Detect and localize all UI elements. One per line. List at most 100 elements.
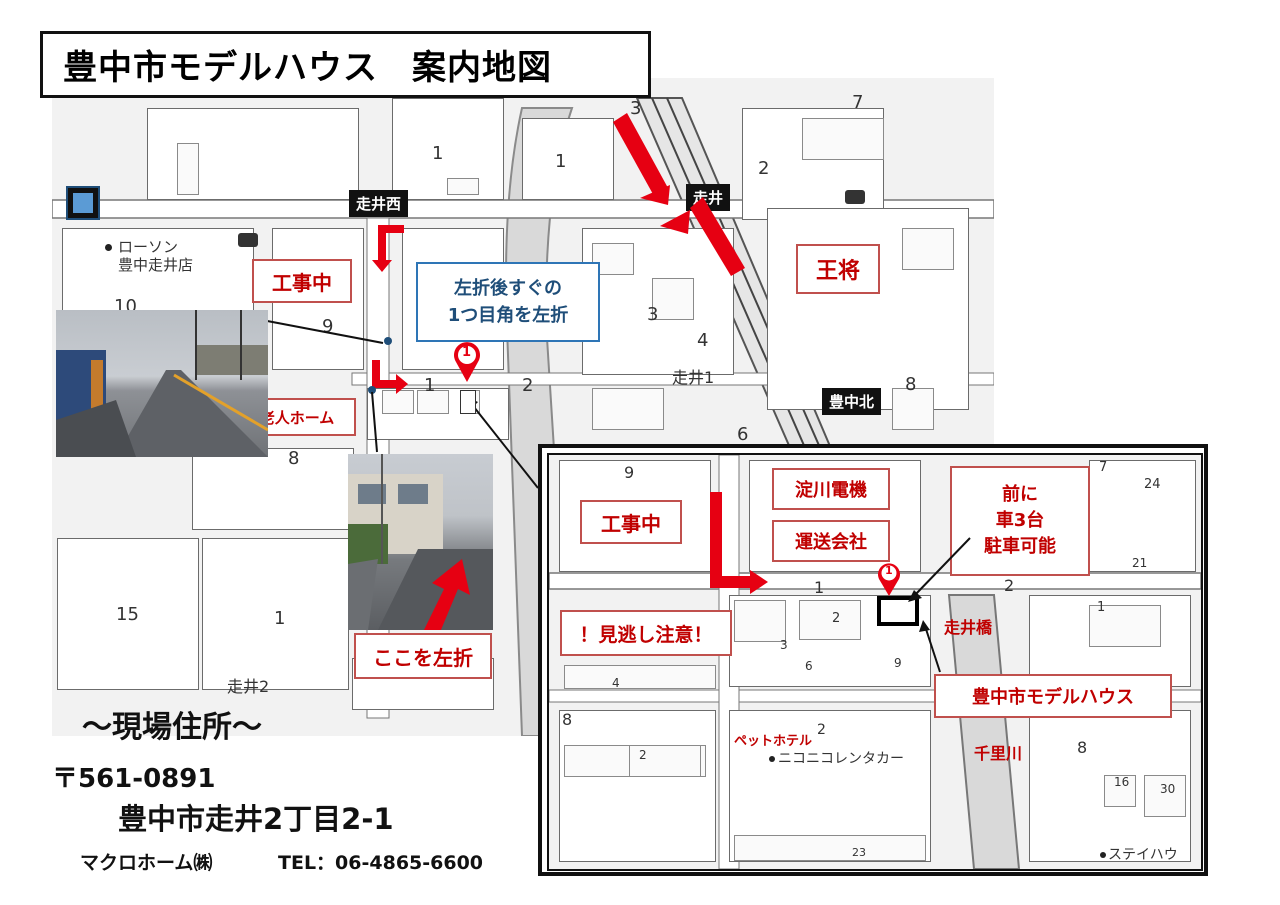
- block-number: 3: [630, 98, 642, 119]
- building: [892, 388, 934, 430]
- building: [592, 388, 664, 430]
- inset-number: 3: [780, 638, 788, 652]
- construction-label: 工事中: [252, 259, 352, 303]
- inset-block: [1089, 460, 1196, 572]
- inset-number: 8: [1077, 738, 1088, 757]
- block-number: 9: [322, 316, 334, 337]
- inset-number: 21: [1132, 556, 1148, 570]
- block-number: 1: [424, 375, 436, 396]
- inset-pin-number: 1: [885, 564, 893, 577]
- title-main: 豊中市モデルハウス: [63, 48, 378, 88]
- warning-label: ！見逃し注意！: [560, 610, 732, 656]
- page-title: 豊中市モデルハウス 案内地図: [40, 31, 651, 98]
- inset-number: 2: [1004, 576, 1015, 595]
- inset-map[interactable]: 9 7 24 21 2 1 1 2 3 6 9 4 8 2 2 8 16 30 …: [538, 444, 1208, 876]
- inset-number: 9: [894, 656, 902, 670]
- map-block: [57, 538, 199, 690]
- inset-number: 2: [832, 611, 841, 626]
- instruction-line2: 1つ目角を左折: [447, 305, 569, 326]
- area-label-hashiri1: 走井1: [672, 368, 715, 387]
- ohsho-label: 王将: [796, 244, 880, 294]
- building: [177, 143, 199, 195]
- block-number: 1: [432, 143, 444, 164]
- street-photo-1: [56, 310, 268, 457]
- inset-number: 24: [1144, 477, 1161, 492]
- pin-number: 1: [462, 345, 472, 360]
- bridge-label: 走井橋: [944, 618, 993, 637]
- bus-stop-icon: [238, 233, 258, 247]
- block-number: 8: [905, 374, 917, 395]
- building: [417, 390, 449, 414]
- inset-number: 23: [852, 846, 866, 859]
- nico-rental-label: ニコニコレンタカー: [778, 751, 904, 767]
- lawson-branch-label: 豊中走井店: [118, 256, 194, 274]
- inset-building: [734, 835, 926, 861]
- lawson-dot: [105, 244, 112, 251]
- inset-building: [1144, 775, 1186, 817]
- block-number: 6: [737, 424, 749, 445]
- inset-number: 7: [1099, 460, 1108, 475]
- inset-number: 2: [817, 722, 826, 738]
- company-tel: TEL：06-4865-6600: [278, 852, 484, 874]
- inset-number: 1: [814, 578, 825, 597]
- block-number: 2: [758, 158, 770, 179]
- inset-number: 6: [805, 659, 813, 673]
- parking-label: 前に 車3台 駐車可能: [950, 466, 1090, 576]
- block-number: 1: [555, 151, 567, 172]
- inset-construction-label: 工事中: [580, 500, 682, 544]
- block-number: 3: [647, 304, 659, 325]
- inset-number: 8: [562, 710, 573, 729]
- company-name: マクロホーム㈱: [80, 852, 213, 874]
- inset-building: [1104, 775, 1136, 807]
- inset-building: [629, 745, 701, 777]
- inset-building: [1089, 605, 1161, 647]
- block-number: 1: [274, 608, 286, 629]
- block-number: 15: [116, 604, 139, 625]
- area-label-hashiri2: 走井2: [227, 677, 270, 696]
- rental-dot: [769, 756, 775, 762]
- location-pin-icon: 1: [452, 340, 482, 384]
- turn-left-label: ここを左折: [354, 633, 492, 679]
- inset-number: 9: [624, 463, 635, 482]
- inset-location-pin-icon: 1: [876, 560, 902, 598]
- lawson-label: ローソン: [118, 238, 179, 256]
- station-hashiri-nishi: 走井西: [349, 190, 409, 217]
- pet-hotel-label: ペットホテル: [734, 734, 813, 749]
- map-block: [202, 538, 349, 690]
- inset-number: 30: [1160, 782, 1176, 796]
- postal-code: 〒561-0891: [52, 764, 216, 794]
- building: [902, 228, 954, 270]
- map-block: [62, 228, 254, 320]
- block-number: 8: [288, 448, 300, 469]
- target-building: [460, 390, 476, 414]
- street-photo-2: [348, 454, 493, 630]
- river-label: 千里川: [974, 744, 1023, 763]
- street-address: 豊中市走井2丁目2-1: [118, 802, 394, 836]
- block-number: 7: [852, 92, 864, 113]
- block-number: 2: [522, 375, 534, 396]
- yodogawa-label: 淀川電機: [772, 468, 890, 510]
- inset-building: [734, 600, 786, 642]
- bus-stop-icon: [845, 190, 865, 204]
- instruction-box: 左折後すぐの 1つ目角を左折: [416, 262, 600, 342]
- station-toyonaka-kita: 豊中北: [822, 388, 882, 415]
- inset-number: 1: [1097, 600, 1106, 615]
- inset-number: 2: [639, 748, 647, 762]
- building: [447, 178, 479, 195]
- inset-number: 16: [1114, 775, 1130, 789]
- instruction-line1: 左折後すぐの: [454, 278, 562, 299]
- inset-arrows: [710, 492, 971, 673]
- map-block: [522, 118, 614, 200]
- parking-line3: 駐車可能: [984, 536, 1056, 558]
- address-heading: ～現場住所～: [82, 710, 262, 745]
- stay-dot: [1100, 852, 1106, 858]
- title-sub: 案内地図: [412, 48, 552, 88]
- building: [802, 118, 884, 160]
- inset-building: [564, 665, 716, 689]
- parking-line2: 車3台: [995, 509, 1045, 531]
- modelhouse-label: 豊中市モデルハウス: [934, 674, 1172, 718]
- inset-number: 4: [612, 676, 620, 690]
- transport-label: 運送会社: [772, 520, 890, 562]
- block-number: 4: [697, 330, 709, 351]
